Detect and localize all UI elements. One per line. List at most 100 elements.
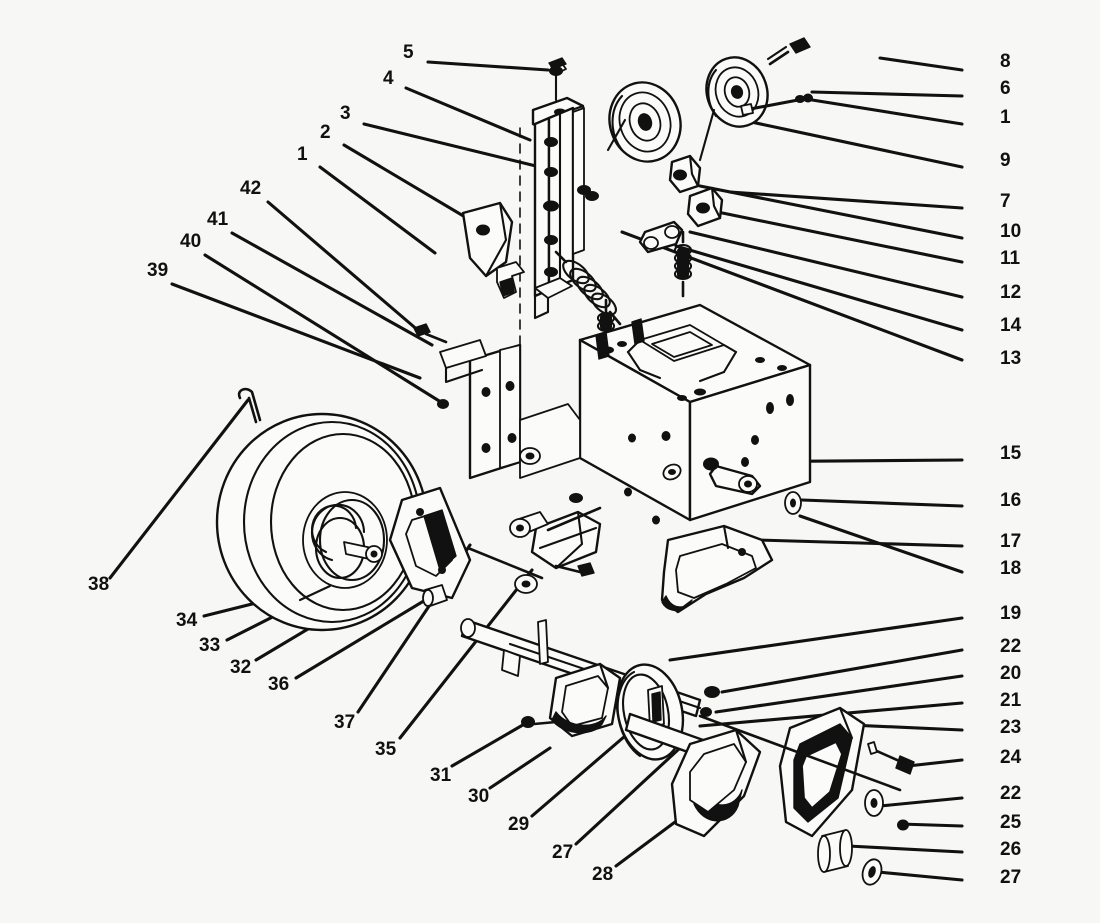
callout-left-column-7-label-32: 32	[230, 657, 252, 678]
callout-top-left-column-2-label-3: 3	[340, 103, 351, 124]
leader-line-38	[108, 398, 250, 580]
leader-line-1	[318, 165, 437, 255]
hook-tab-left	[496, 261, 525, 299]
callout-right-column-15-label-22: 22	[1000, 636, 1022, 657]
callout-right-column-5-label-10: 10	[1000, 221, 1022, 242]
coil-spring-right	[673, 230, 693, 298]
pin-lower-right	[897, 819, 909, 831]
leader-line-19	[668, 616, 964, 662]
pin-sprocket-upper	[704, 686, 720, 698]
lever-arm-right	[660, 524, 774, 614]
rod-upper-right	[740, 95, 805, 116]
callout-right-column-23-label-27: 27	[1000, 867, 1022, 888]
sheet-bracket-center	[519, 403, 581, 479]
washer-lower-a	[864, 789, 884, 817]
leader-line-40	[203, 253, 446, 406]
callout-left-column-6-label-33: 33	[199, 635, 221, 656]
callout-right-column-4-label-7: 7	[1000, 191, 1011, 212]
callout-left-column-5-label-34: 34	[176, 610, 198, 631]
trunnion-link	[638, 220, 684, 254]
leader-line-16	[800, 498, 964, 508]
lever-bracket-mid	[686, 186, 724, 228]
callout-right-column-13-label-18: 18	[1000, 558, 1022, 579]
leader-line-14	[674, 244, 964, 332]
arm-lower-center	[670, 728, 762, 838]
pin-small	[803, 93, 813, 103]
leader-line-42	[266, 200, 422, 334]
leader-line-18	[798, 514, 964, 574]
leader-line-3	[362, 122, 542, 169]
leader-line-1	[804, 97, 964, 126]
pulley-left	[606, 81, 682, 163]
callout-left-column-4-label-38: 38	[88, 574, 110, 595]
callout-right-column-14-label-19: 19	[1000, 603, 1022, 624]
callout-right-column-19-label-24: 24	[1000, 747, 1022, 768]
callout-top-left-column-0-label-5: 5	[403, 42, 414, 63]
callout-right-column-16-label-20: 20	[1000, 663, 1022, 684]
callout-left-column-13-label-29: 29	[508, 814, 530, 835]
roller-link-right	[703, 457, 762, 496]
leader-line-35	[398, 568, 534, 740]
leader-line-25	[898, 822, 964, 828]
callout-right-column-6-label-11: 11	[1000, 248, 1021, 269]
callout-top-left-column-3-label-2: 2	[320, 122, 331, 143]
callout-right-column-0-label-8: 8	[1000, 51, 1011, 72]
callout-right-column-2-label-1: 1	[1000, 107, 1011, 128]
leader-line-4	[404, 86, 532, 142]
leader-line-17	[756, 538, 964, 548]
leader-line-6	[810, 90, 964, 98]
pulley-right	[698, 56, 769, 162]
callout-right-column-21-label-25: 25	[1000, 812, 1022, 833]
wedge-plate-left	[461, 201, 514, 278]
callout-right-column-1-label-6: 6	[1000, 78, 1011, 99]
leader-line-29	[530, 728, 634, 818]
leader-line-22	[720, 648, 964, 694]
callout-left-column-2-label-40: 40	[180, 231, 202, 252]
idler-bracket-assembly	[519, 57, 599, 421]
coil-spring-center-low	[596, 298, 616, 333]
bolt-lower-right	[867, 741, 915, 775]
callout-right-column-11-label-16: 16	[1000, 490, 1022, 511]
leader-line-36	[294, 594, 434, 680]
callout-left-column-10-label-35: 35	[375, 739, 397, 760]
leader-line-30	[488, 746, 552, 790]
callout-right-column-9-label-13: 13	[1000, 348, 1022, 369]
callout-right-column-7-label-12: 12	[1000, 282, 1022, 303]
washer-lower-b	[861, 858, 883, 886]
u-bracket-center	[521, 662, 622, 738]
pin-sprocket-lower	[700, 707, 712, 717]
leader-line-11	[696, 206, 964, 264]
leader-line-20	[714, 674, 964, 714]
callout-left-column-8-label-36: 36	[268, 674, 290, 695]
callout-right-column-18-label-23: 23	[1000, 717, 1022, 738]
callout-right-column-12-label-17: 17	[1000, 531, 1022, 552]
callout-left-column-0-label-42: 42	[240, 178, 262, 199]
cotter-pin	[237, 387, 262, 424]
leader-line-26	[846, 844, 964, 854]
linkage-center	[509, 493, 602, 594]
callout-left-column-11-label-31: 31	[430, 765, 452, 786]
leader-line-8	[878, 56, 964, 72]
lever-bracket-upper	[668, 154, 702, 194]
callout-left-column-9-label-37: 37	[334, 712, 356, 733]
callout-right-column-8-label-14: 14	[1000, 315, 1022, 336]
leader-line-7	[728, 190, 964, 210]
ref-bar	[698, 714, 902, 792]
leader-line-12	[688, 230, 964, 299]
callout-top-left-column-4-label-1: 1	[297, 144, 308, 165]
callout-right-column-10-label-15: 15	[1000, 443, 1022, 464]
callout-left-column-14-label-27: 27	[552, 842, 574, 863]
callout-top-left-column-1-label-4: 4	[383, 68, 394, 89]
leader-line-9	[740, 118, 964, 169]
swing-arm-left	[388, 486, 472, 600]
link-rod	[466, 546, 544, 580]
leader-line-24	[906, 758, 964, 768]
mounting-plate-left	[439, 339, 522, 480]
leader-line-39	[170, 282, 422, 380]
bolt-top-right	[766, 37, 811, 66]
bushing-lower-right	[817, 829, 853, 873]
leader-line-10	[698, 184, 964, 240]
leader-line-27	[574, 746, 682, 846]
